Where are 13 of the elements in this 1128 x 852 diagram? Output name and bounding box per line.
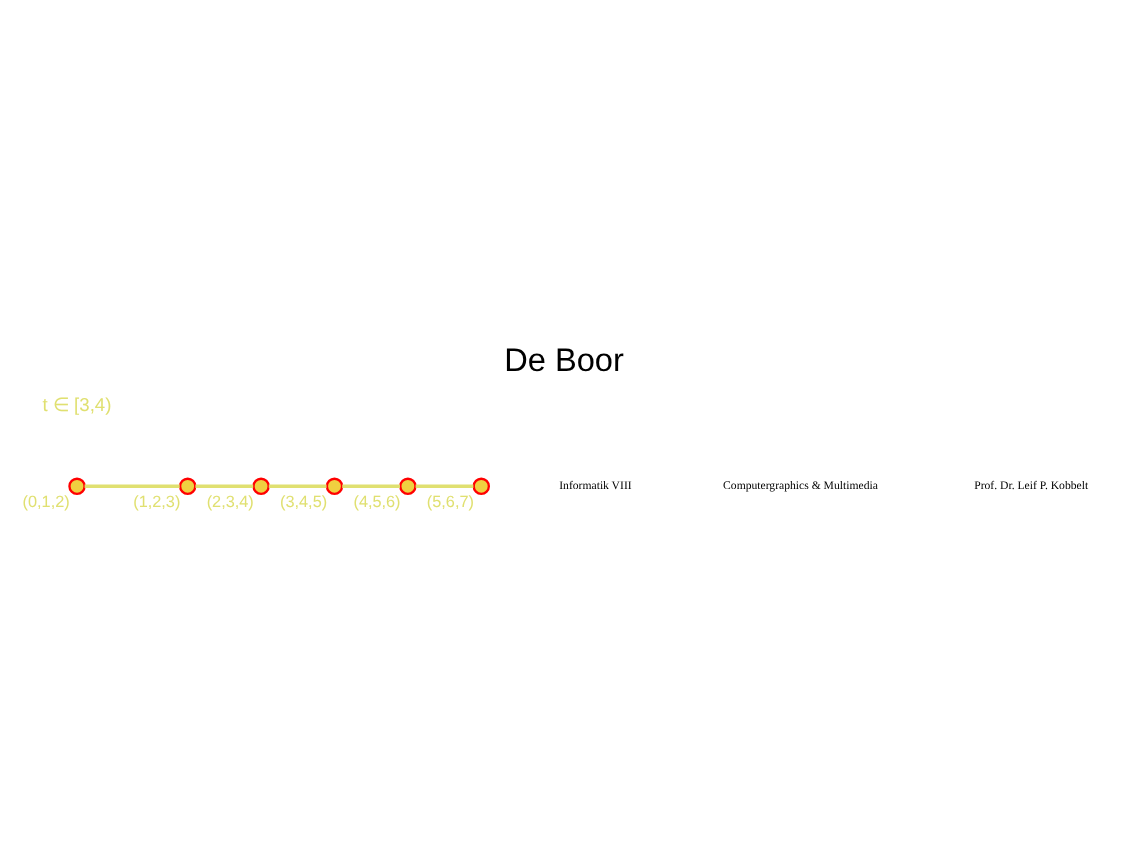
connector — [342, 484, 400, 489]
connector — [268, 484, 327, 489]
connector — [415, 484, 474, 489]
node-circle — [399, 477, 417, 496]
label: t ∈ [3,4) — [42, 395, 112, 416]
connector — [84, 484, 180, 489]
node-circle — [472, 477, 490, 496]
diagram-title: De Boor — [504, 343, 624, 380]
node-circle — [252, 477, 270, 496]
node-circle — [178, 477, 197, 496]
node-circle — [325, 477, 344, 496]
node-circle — [68, 477, 86, 496]
connector — [195, 484, 254, 489]
